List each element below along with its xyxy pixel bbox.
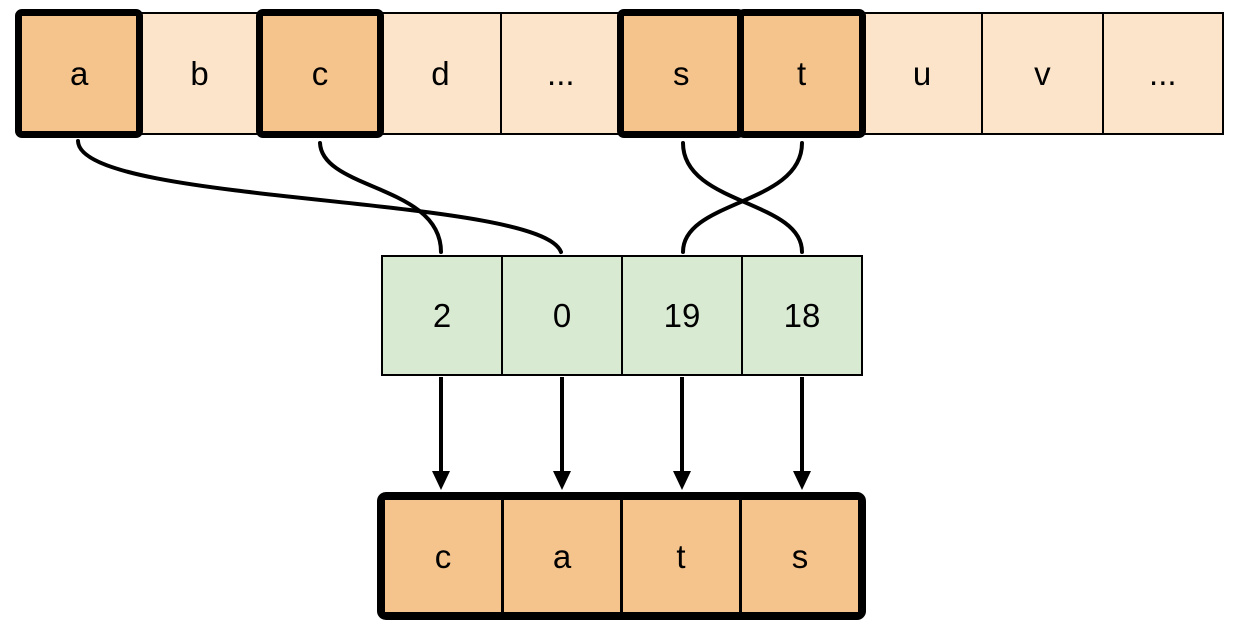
- alphabet-cell-ellipsis-9: ...: [1101, 12, 1224, 135]
- alphabet-cell-d: d: [379, 12, 502, 135]
- output-cell-a: a: [501, 500, 620, 612]
- curve-c-to-index-2: [318, 141, 443, 254]
- curve-s-to-index-18: [681, 141, 804, 254]
- alphabet-cell-b: b: [138, 12, 261, 135]
- index-cell-18: 18: [741, 257, 861, 374]
- arrow-head-index-0: [432, 471, 450, 490]
- index-cell-0: 0: [501, 257, 621, 374]
- arrow-head-index-2: [673, 471, 691, 490]
- alphabet-cell-v: v: [981, 12, 1104, 135]
- output-cell-c: c: [385, 500, 501, 612]
- alphabet-cell-c: c: [255, 9, 385, 138]
- alphabet-cell-a: a: [15, 9, 144, 138]
- index-cell-19: 19: [621, 257, 741, 374]
- index-cell-2: 2: [383, 257, 501, 374]
- alphabet-cell-s: s: [617, 9, 746, 138]
- curve-t-to-index-19: [681, 141, 804, 254]
- output-cell-s: s: [739, 500, 858, 612]
- curve-a-to-index-0: [76, 139, 563, 254]
- alphabet-cell-u: u: [860, 12, 984, 135]
- arrow-head-index-3: [793, 471, 811, 490]
- alphabet-cell-t: t: [737, 9, 866, 138]
- output-cell-t: t: [620, 500, 739, 612]
- alphabet-cell-ellipsis-4: ...: [499, 12, 622, 135]
- arrow-head-index-1: [553, 471, 571, 490]
